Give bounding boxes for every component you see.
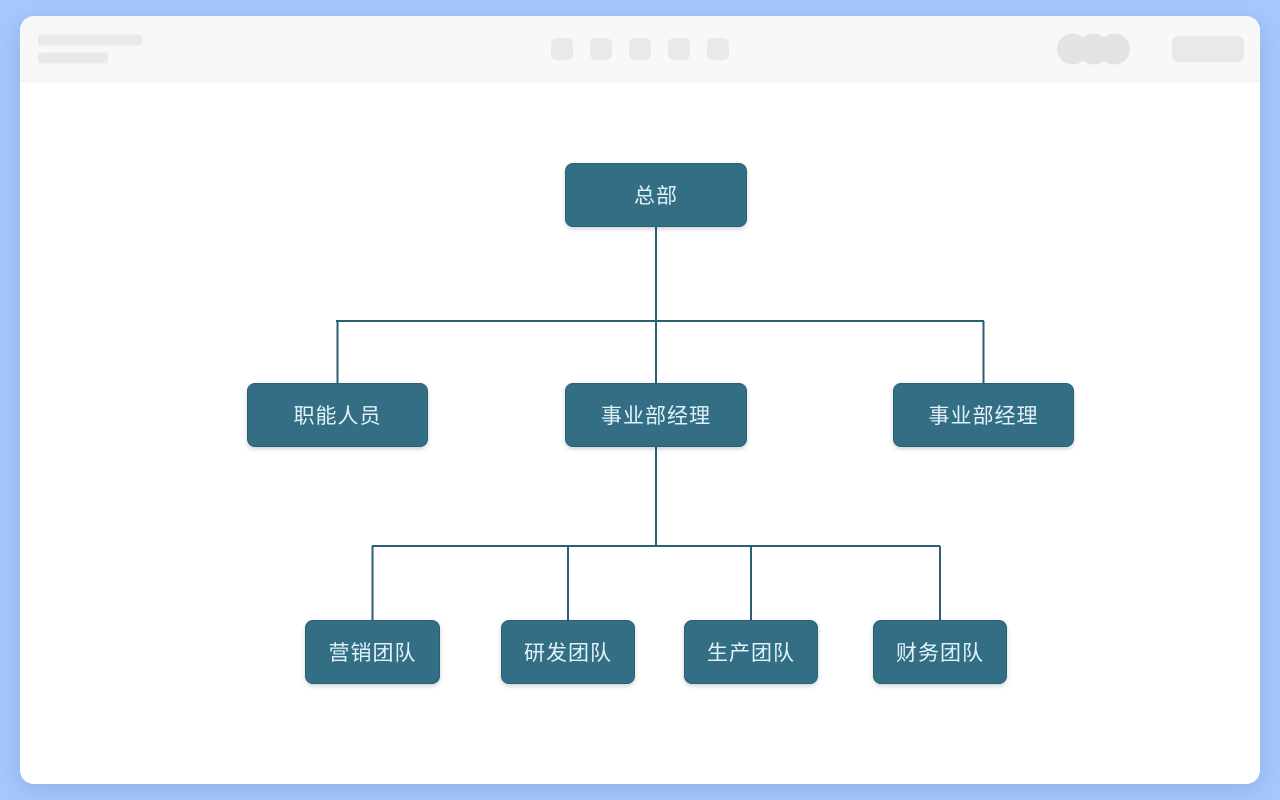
titlebar-action-button[interactable]: [1172, 36, 1244, 62]
placeholder-bar-short: [38, 52, 108, 64]
org-node-n8[interactable]: 财务团队: [873, 620, 1007, 684]
org-node-label: 职能人员: [293, 405, 382, 428]
avatar-3[interactable]: [1099, 33, 1130, 65]
org-node-n7[interactable]: 生产团队: [684, 620, 818, 684]
org-node-n4[interactable]: 事业部经理: [893, 383, 1074, 447]
org-node-label: 总部: [634, 185, 678, 208]
org-node-n5[interactable]: 营销团队: [305, 620, 440, 684]
toolbar-tool-group: [551, 38, 729, 60]
org-node-n1[interactable]: 总部: [565, 163, 747, 227]
org-node-n3[interactable]: 事业部经理: [565, 383, 747, 447]
tool-square-3-icon[interactable]: [629, 38, 651, 60]
tool-square-4-icon[interactable]: [668, 38, 690, 60]
tool-square-1-icon[interactable]: [551, 38, 573, 60]
titlebar: [20, 16, 1260, 82]
org-node-n6[interactable]: 研发团队: [501, 620, 635, 684]
browser-window: 总部职能人员 事业部经理 事业部经理营销团队 研发团队 生产团队 财务团队: [20, 16, 1260, 784]
placeholder-bar-long: [38, 34, 142, 46]
tool-square-2-icon[interactable]: [590, 38, 612, 60]
diagram-canvas: 总部职能人员 事业部经理 事业部经理营销团队 研发团队 生产团队 财务团队: [20, 82, 1260, 784]
org-node-n2[interactable]: 职能人员: [247, 383, 428, 447]
avatar-group[interactable]: [1057, 33, 1130, 65]
org-node-label: 事业部经理: [928, 405, 1039, 428]
org-node-label: 事业部经理: [601, 405, 711, 428]
titlebar-left-placeholders: [38, 34, 142, 64]
tool-square-5-icon[interactable]: [707, 38, 729, 60]
org-node-label: 财务团队: [896, 642, 984, 665]
org-node-label: 营销团队: [328, 642, 417, 665]
org-node-label: 生产团队: [707, 642, 795, 665]
org-node-label: 研发团队: [524, 642, 612, 665]
